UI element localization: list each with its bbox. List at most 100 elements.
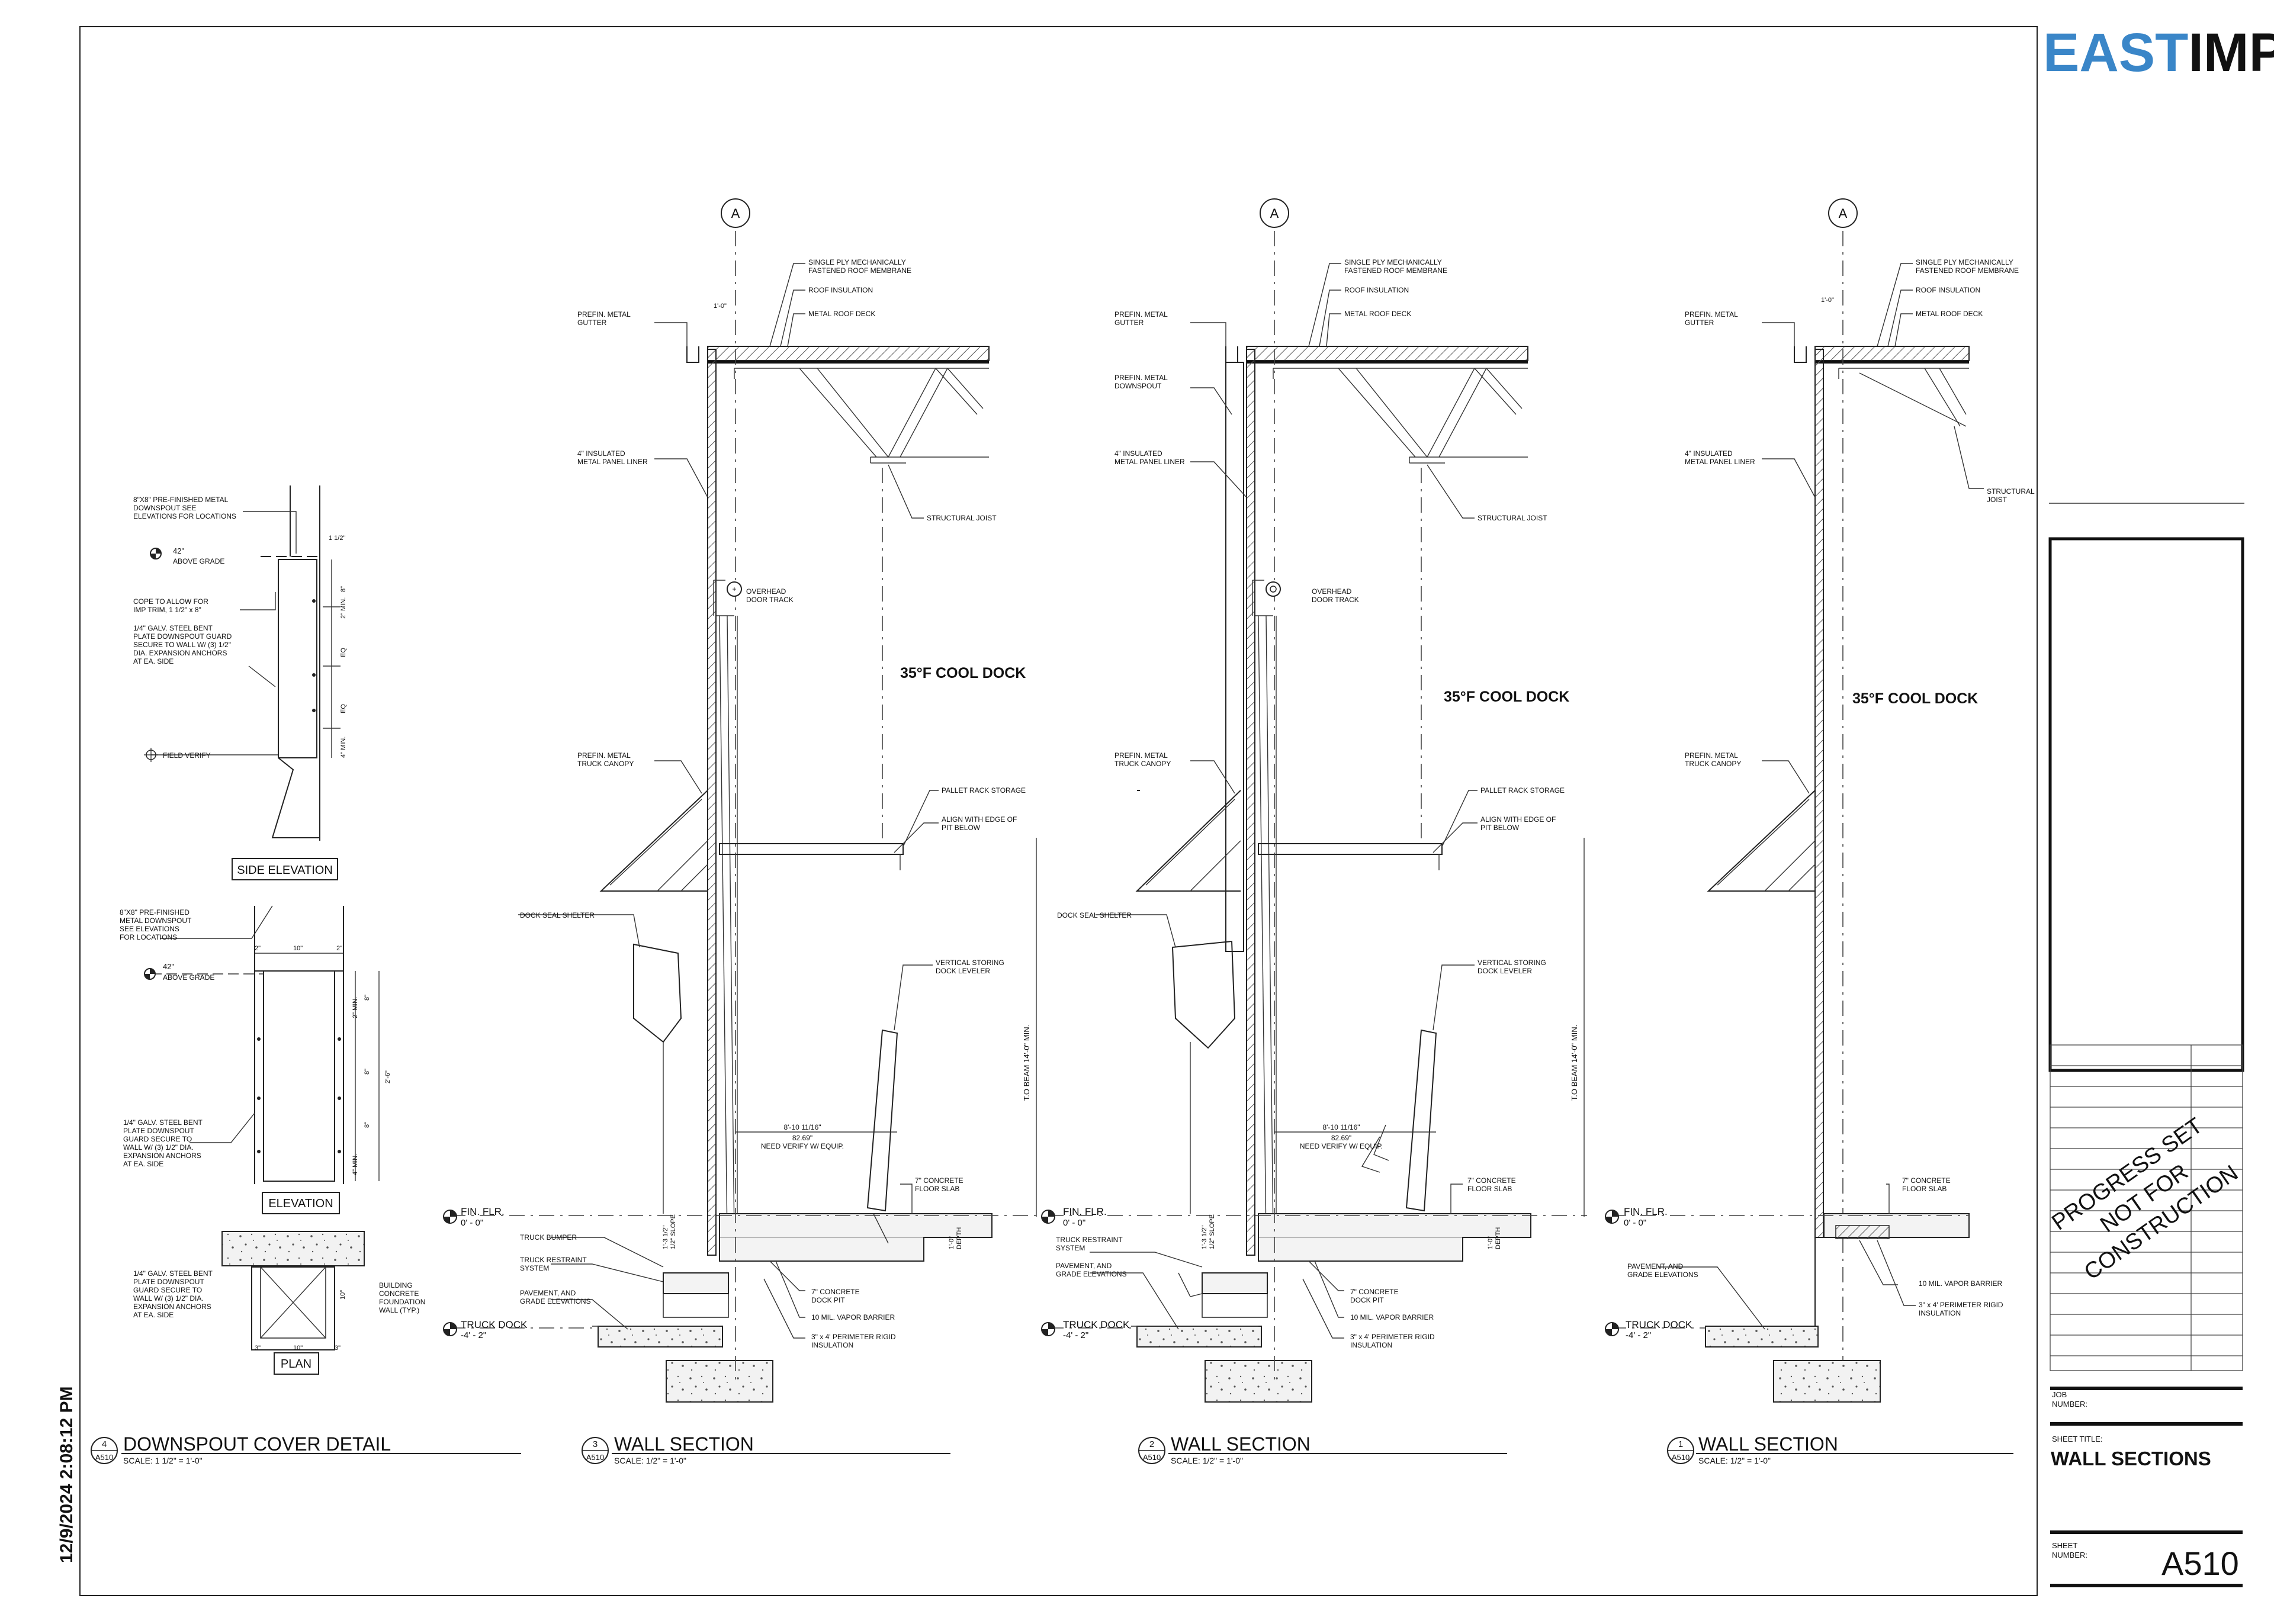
svg-text:TRUCK DOCK: TRUCK DOCK — [1626, 1319, 1692, 1330]
svg-text:PREFIN. METAL: PREFIN. METAL — [577, 751, 631, 760]
logo-part-east: EAST — [2043, 22, 2188, 83]
svg-text:FASTENED ROOF MEMBRANE: FASTENED ROOF MEMBRANE — [1344, 266, 1447, 275]
svg-text:A510: A510 — [1143, 1453, 1161, 1462]
svg-text:ROOF INSULATION: ROOF INSULATION — [1916, 286, 1980, 294]
svg-text:4: 4 — [102, 1439, 107, 1449]
svg-text:2": 2" — [255, 945, 261, 952]
svg-text:WALL W/ (3) 1/2" DIA.: WALL W/ (3) 1/2" DIA. — [133, 1294, 204, 1303]
svg-text:PLATE DOWNSPOUT: PLATE DOWNSPOUT — [133, 1278, 204, 1286]
detail-title: DOWNSPOUT COVER DETAIL — [123, 1433, 391, 1455]
svg-text:2'-6": 2'-6" — [384, 1070, 391, 1083]
svg-text:TRUCK DOCK: TRUCK DOCK — [461, 1319, 528, 1330]
svg-text:1/2" SLOPE: 1/2" SLOPE — [1209, 1214, 1216, 1249]
svg-text:EQ: EQ — [340, 648, 347, 657]
svg-text:8": 8" — [340, 586, 347, 592]
svg-text:CONCRETE: CONCRETE — [379, 1289, 419, 1298]
svg-text:NEED VERIFY W/ EQUIP.: NEED VERIFY W/ EQUIP. — [761, 1142, 844, 1150]
svg-text:7" CONCRETE: 7" CONCRETE — [811, 1288, 860, 1296]
svg-text:7" CONCRETE: 7" CONCRETE — [1902, 1176, 1951, 1185]
svg-text:METAL ROOF DECK: METAL ROOF DECK — [1916, 310, 1983, 318]
svg-text:AT EA. SIDE: AT EA. SIDE — [123, 1160, 163, 1168]
svg-text:FOUNDATION: FOUNDATION — [379, 1298, 425, 1306]
logo-part-imp: IMP — [2188, 22, 2274, 83]
svg-text:8"X8" PRE-FINISHED METAL: 8"X8" PRE-FINISHED METAL — [133, 496, 229, 504]
svg-text:GUTTER: GUTTER — [577, 319, 607, 327]
plan-label: PLAN — [281, 1358, 311, 1371]
svg-text:FASTENED ROOF MEMBRANE: FASTENED ROOF MEMBRANE — [1916, 266, 2019, 275]
svg-text:1'-0": 1'-0" — [948, 1236, 955, 1249]
svg-text:1: 1 — [1678, 1439, 1683, 1449]
svg-text:STRUCTURAL: STRUCTURAL — [1987, 487, 2035, 496]
svg-text:-4' - 2": -4' - 2" — [461, 1330, 486, 1340]
svg-text:8": 8" — [364, 995, 371, 1001]
svg-text:VERTICAL STORING: VERTICAL STORING — [936, 959, 1004, 967]
wall-section-3: A FIN. FLR. 0' - 0" TRUCK DOCK -4' - 2" … — [443, 198, 1037, 1465]
svg-text:METAL PANEL LINER: METAL PANEL LINER — [1114, 458, 1185, 466]
svg-text:EXPANSION ANCHORS: EXPANSION ANCHORS — [133, 1303, 211, 1311]
svg-text:GRADE ELEVATIONS: GRADE ELEVATIONS — [520, 1297, 591, 1305]
svg-text:42": 42" — [163, 962, 174, 971]
svg-text:EQ: EQ — [340, 704, 347, 713]
svg-text:PIT BELOW: PIT BELOW — [942, 824, 981, 832]
svg-text:DEPTH: DEPTH — [1495, 1227, 1502, 1249]
svg-text:OVERHEAD: OVERHEAD — [746, 587, 786, 596]
svg-text:FIN. FLR.: FIN. FLR. — [1063, 1206, 1107, 1217]
svg-text:35°F COOL DOCK: 35°F COOL DOCK — [1852, 690, 1978, 707]
svg-text:SCALE: 1/2" = 1'-0": SCALE: 1/2" = 1'-0" — [1698, 1456, 1771, 1465]
svg-text:DOCK SEAL SHELTER: DOCK SEAL SHELTER — [1057, 911, 1132, 919]
svg-text:METAL PANEL LINER: METAL PANEL LINER — [577, 458, 648, 466]
svg-text:1'-0": 1'-0" — [714, 303, 727, 310]
svg-text:10": 10" — [293, 945, 303, 952]
svg-text:3" x 4' PERIMETER RIGID: 3" x 4' PERIMETER RIGID — [1919, 1301, 2003, 1309]
svg-text:SCALE: 1/2" = 1'-0": SCALE: 1/2" = 1'-0" — [1171, 1456, 1243, 1465]
svg-text:SCALE: 1/2" = 1'-0": SCALE: 1/2" = 1'-0" — [614, 1456, 686, 1465]
sheet-title-label: SHEET TITLE: — [2052, 1435, 2103, 1443]
svg-text:1 1/2": 1 1/2" — [329, 535, 345, 542]
svg-text:A510: A510 — [586, 1453, 604, 1462]
svg-text:SECURE TO WALL W/ (3) 1/2": SECURE TO WALL W/ (3) 1/2" — [133, 641, 231, 649]
svg-text:8'-10 11/16": 8'-10 11/16" — [1322, 1123, 1360, 1131]
svg-text:0' - 0": 0' - 0" — [461, 1218, 483, 1228]
svg-text:PLATE DOWNSPOUT: PLATE DOWNSPOUT — [123, 1127, 194, 1135]
svg-text:GRADE ELEVATIONS: GRADE ELEVATIONS — [1627, 1271, 1698, 1279]
svg-text:NEED VERIFY W/ EQUIP.: NEED VERIFY W/ EQUIP. — [1300, 1142, 1383, 1150]
elevation-label: ELEVATION — [268, 1197, 333, 1210]
section-2-title: WALL SECTION — [1171, 1433, 1311, 1455]
svg-text:DOCK SEAL SHELTER: DOCK SEAL SHELTER — [520, 911, 595, 919]
svg-text:GUTTER: GUTTER — [1114, 319, 1144, 327]
svg-text:PALLET RACK STORAGE: PALLET RACK STORAGE — [942, 786, 1026, 795]
svg-text:METAL DOWNSPOUT: METAL DOWNSPOUT — [120, 916, 192, 925]
svg-text:DOOR TRACK: DOOR TRACK — [1312, 596, 1359, 604]
svg-text:TRUCK CANOPY: TRUCK CANOPY — [1685, 760, 1741, 768]
svg-text:PREFIN. METAL: PREFIN. METAL — [577, 310, 631, 319]
svg-text:PALLET RACK STORAGE: PALLET RACK STORAGE — [1480, 786, 1565, 795]
svg-text:7" CONCRETE: 7" CONCRETE — [915, 1176, 963, 1185]
svg-text:10 MIL. VAPOR BARRIER: 10 MIL. VAPOR BARRIER — [1350, 1313, 1434, 1321]
svg-text:DOCK PIT: DOCK PIT — [1350, 1296, 1384, 1304]
svg-text:PREFIN. METAL: PREFIN. METAL — [1685, 751, 1738, 760]
svg-text:FLOOR SLAB: FLOOR SLAB — [1902, 1185, 1947, 1193]
svg-text:DOWNSPOUT: DOWNSPOUT — [1114, 382, 1162, 390]
wall-section-1: A FIN. FLR. 0' - 0" TRUCK DOCK -4' - 2" … — [1605, 198, 2035, 1465]
svg-text:82.69": 82.69" — [792, 1134, 812, 1142]
svg-text:WALL (TYP.): WALL (TYP.) — [379, 1306, 419, 1314]
svg-text:ABOVE GRADE: ABOVE GRADE — [173, 557, 224, 565]
svg-text:GRADE ELEVATIONS: GRADE ELEVATIONS — [1056, 1270, 1127, 1278]
svg-text:METAL ROOF DECK: METAL ROOF DECK — [808, 310, 875, 318]
svg-text:DOCK LEVELER: DOCK LEVELER — [1478, 967, 1532, 975]
svg-text:IMP TRIM, 1 1/2" x 8": IMP TRIM, 1 1/2" x 8" — [133, 606, 201, 614]
svg-text:3: 3 — [593, 1439, 598, 1449]
svg-text:1'-3 1/2": 1'-3 1/2" — [662, 1226, 669, 1249]
svg-text:A: A — [1270, 206, 1279, 221]
svg-text:NUMBER:: NUMBER: — [2052, 1400, 2087, 1408]
svg-text:INSULATION: INSULATION — [1350, 1341, 1392, 1349]
svg-text:ROOF INSULATION: ROOF INSULATION — [1344, 286, 1409, 294]
svg-text:SEE ELEVATIONS: SEE ELEVATIONS — [120, 925, 179, 933]
svg-text:TRUCK RESTRAINT: TRUCK RESTRAINT — [520, 1256, 587, 1264]
svg-text:PREFIN. METAL: PREFIN. METAL — [1114, 751, 1168, 760]
svg-text:1'-0": 1'-0" — [1487, 1236, 1494, 1249]
svg-text:2": 2" — [336, 945, 342, 952]
svg-text:2" MIN.: 2" MIN. — [340, 597, 347, 619]
svg-text:4" INSULATED: 4" INSULATED — [577, 449, 625, 458]
